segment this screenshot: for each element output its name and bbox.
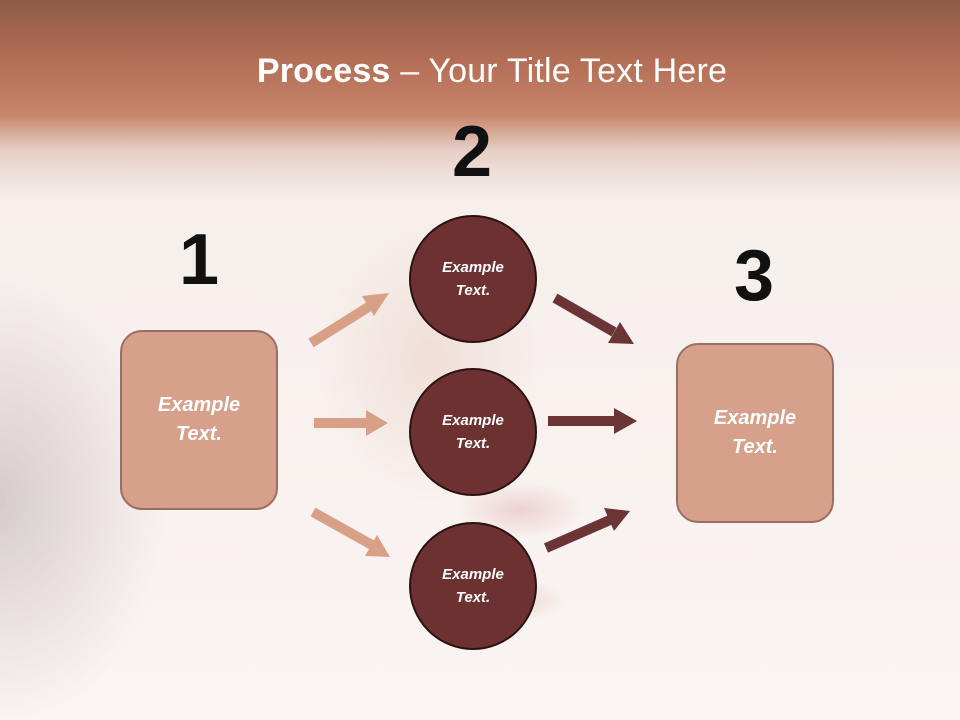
arrow-1-to-2-bottom-icon (310, 507, 390, 557)
step-number-3: 3 (733, 236, 775, 316)
arrow-1-to-2-middle-icon (314, 410, 388, 436)
step-2-circle-bottom-label: Example Text. (442, 565, 504, 606)
step-2-circle-top: Example Text. (409, 215, 537, 343)
step-3-label: Example Text. (713, 407, 797, 458)
title-bold: Process (256, 52, 391, 90)
step-1-label: Example Text. (157, 394, 241, 445)
arrow-2-to-3-middle-icon (548, 408, 637, 434)
step-3-box: Example Text. (676, 343, 834, 523)
step-number-2: 2 (451, 112, 493, 192)
step-2-circle-top-label: Example Text. (442, 258, 504, 299)
arrow-1-to-2-top-icon (308, 293, 389, 348)
arrow-2-to-3-top-icon (552, 293, 634, 344)
step-1-box: Example Text. (120, 330, 278, 510)
step-2-circle-middle-label: Example Text. (442, 411, 504, 452)
step-2-circle-bottom: Example Text. (409, 522, 537, 650)
step-number-1: 1 (178, 220, 220, 300)
arrow-2-to-3-bottom-icon (543, 508, 630, 553)
slide-title: Process – Your Title Text Here (0, 52, 960, 91)
title-rest: – Your Title Text Here (390, 52, 728, 90)
step-2-circle-middle: Example Text. (409, 368, 537, 496)
